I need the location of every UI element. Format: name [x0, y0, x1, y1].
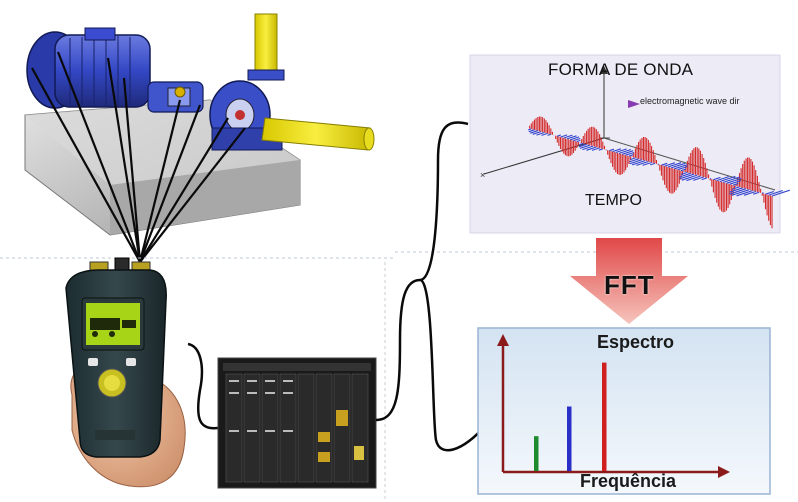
pump-motor-icon [24, 13, 375, 236]
spectrum-bar [534, 436, 539, 471]
time-axis-label: TEMPO [585, 192, 642, 209]
frequency-axis-label: Frequência [580, 471, 677, 491]
fft-label: FFT [604, 270, 655, 300]
spectrum-panel [477, 327, 771, 495]
daq-rack-icon [217, 357, 377, 489]
vibration-analyzer-icon [65, 257, 167, 458]
fft-arrow [570, 238, 688, 324]
cable-icon [375, 121, 487, 452]
spectrum-bar [602, 362, 607, 471]
waveform-panel: × [469, 54, 790, 234]
waveform-title: FORMA DE ONDA [548, 60, 694, 79]
wave-annotation: electromagnetic wave dir [640, 96, 740, 106]
spectrum-title: Espectro [597, 332, 675, 352]
cable-icon [187, 342, 219, 430]
svg-text:×: × [480, 170, 485, 180]
sensor-cables [31, 51, 246, 263]
spectrum-bar [567, 406, 572, 471]
